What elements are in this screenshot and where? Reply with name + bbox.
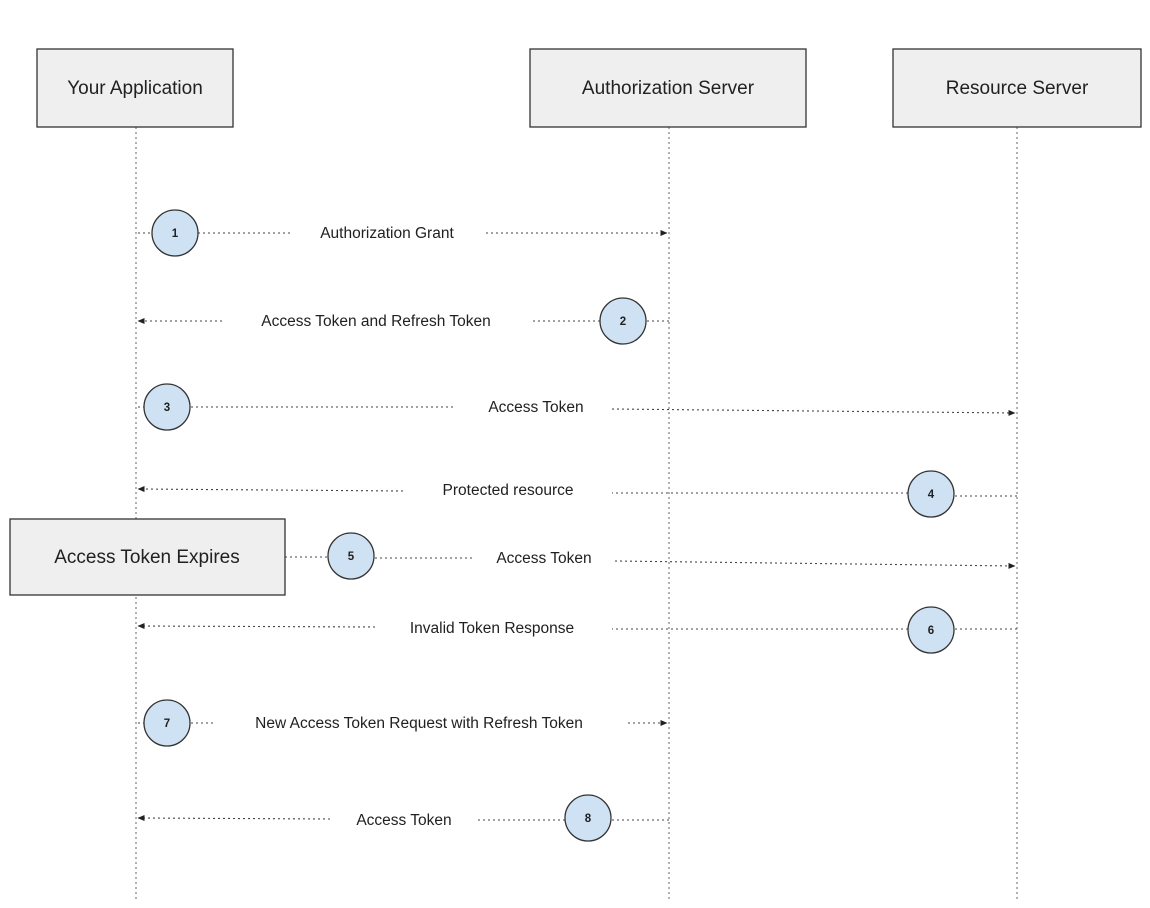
message-7-label: New Access Token Request with Refresh To… bbox=[255, 715, 583, 732]
step-5-badge bbox=[327, 532, 375, 580]
message-3: Access Token 3 bbox=[138, 383, 1016, 431]
step-3-badge bbox=[143, 383, 191, 431]
step-8-number: 8 bbox=[585, 813, 592, 825]
message-5-label: Access Token bbox=[496, 550, 591, 567]
step-7-number: 7 bbox=[164, 718, 170, 730]
participant-your-application: Your Application bbox=[36, 48, 234, 128]
message-7: New Access Token Request with Refresh To… bbox=[138, 699, 668, 747]
message-5: Access Token 5 bbox=[285, 532, 1016, 580]
step-1-number: 1 bbox=[172, 228, 179, 240]
participant-resource-server: Resource Server bbox=[892, 48, 1142, 128]
note-access-token-expires-label: Access Token Expires bbox=[54, 547, 240, 568]
message-1-label: Authorization Grant bbox=[320, 225, 454, 242]
participant-authorization-server: Authorization Server bbox=[529, 48, 807, 128]
step-2-number: 2 bbox=[620, 316, 626, 328]
step-4-number: 4 bbox=[928, 489, 935, 501]
message-4-line-b bbox=[137, 486, 404, 493]
message-8-label: Access Token bbox=[356, 812, 451, 829]
step-7-badge bbox=[143, 699, 191, 747]
step-1-badge bbox=[151, 209, 199, 257]
note-access-token-expires: Access Token Expires bbox=[9, 518, 286, 596]
step-4-badge bbox=[907, 470, 955, 518]
participant-resource-server-label: Resource Server bbox=[946, 78, 1089, 99]
participant-your-application-label: Your Application bbox=[67, 78, 203, 99]
message-8: Access Token 8 bbox=[137, 794, 669, 842]
step-5-number: 5 bbox=[348, 551, 355, 563]
message-8-line-b bbox=[137, 815, 331, 822]
step-6-badge bbox=[907, 606, 955, 654]
message-4-label: Protected resource bbox=[443, 482, 574, 499]
message-6-line-b bbox=[137, 623, 376, 630]
message-5-line-b bbox=[614, 560, 1016, 569]
participant-authorization-server-label: Authorization Server bbox=[582, 78, 755, 99]
message-3-line-b bbox=[611, 408, 1016, 416]
step-6-number: 6 bbox=[928, 625, 934, 637]
message-2-label: Access Token and Refresh Token bbox=[261, 313, 490, 330]
message-1: Authorization Grant 1 bbox=[138, 209, 668, 257]
step-2-badge bbox=[599, 297, 647, 345]
message-6-label: Invalid Token Response bbox=[410, 620, 574, 637]
message-4: Protected resource 4 bbox=[137, 470, 1017, 518]
step-3-number: 3 bbox=[164, 402, 170, 414]
message-3-label: Access Token bbox=[488, 399, 583, 416]
message-2: Access Token and Refresh Token 2 bbox=[137, 297, 669, 345]
message-6: Invalid Token Response 6 bbox=[137, 606, 1017, 654]
step-8-badge bbox=[564, 794, 612, 842]
